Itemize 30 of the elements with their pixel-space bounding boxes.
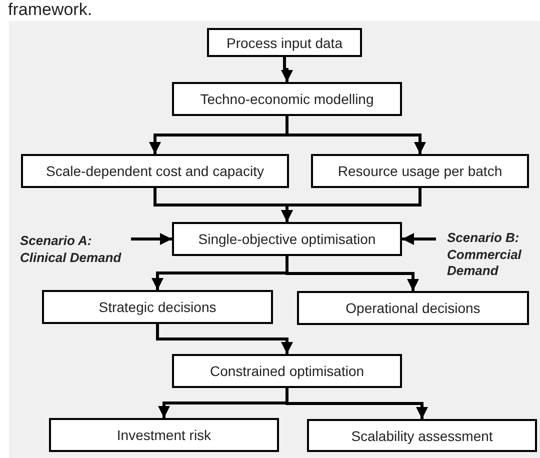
arrow bbox=[281, 57, 293, 82]
process-box bbox=[307, 419, 537, 452]
box-label: Scalability assessment bbox=[351, 428, 493, 444]
box-label: Investment risk bbox=[116, 427, 212, 443]
box-label: Scale-dependent cost and capacity bbox=[46, 163, 264, 179]
box-label: Resource usage per batch bbox=[338, 163, 502, 179]
arrow bbox=[286, 116, 426, 154]
scenario-text: Scenario A: Clinical Demand bbox=[20, 230, 135, 270]
box-label: Constrained optimisation bbox=[210, 363, 364, 379]
process-box bbox=[49, 418, 279, 452]
process-box bbox=[21, 154, 289, 188]
arrow bbox=[281, 188, 422, 222]
arrow bbox=[402, 233, 436, 245]
process-box bbox=[42, 290, 273, 324]
process-box bbox=[207, 28, 362, 57]
arrow bbox=[156, 324, 293, 354]
process-box bbox=[172, 82, 402, 116]
box-label: Techno-economic modelling bbox=[200, 91, 374, 107]
box-label: Strategic decisions bbox=[98, 299, 216, 315]
process-box bbox=[311, 154, 529, 188]
process-box bbox=[172, 222, 402, 256]
box-label: Operational decisions bbox=[346, 300, 480, 316]
box-label: Process input data bbox=[226, 34, 342, 50]
scenario-text: Scenario B: Commercial Demand bbox=[436, 226, 536, 284]
box-label: Single-objective optimisation bbox=[198, 231, 376, 247]
arrow bbox=[131, 233, 172, 245]
process-box bbox=[297, 291, 529, 325]
arrow bbox=[286, 256, 419, 291]
caption-text: framework. bbox=[8, 0, 92, 20]
process-box bbox=[172, 354, 402, 388]
